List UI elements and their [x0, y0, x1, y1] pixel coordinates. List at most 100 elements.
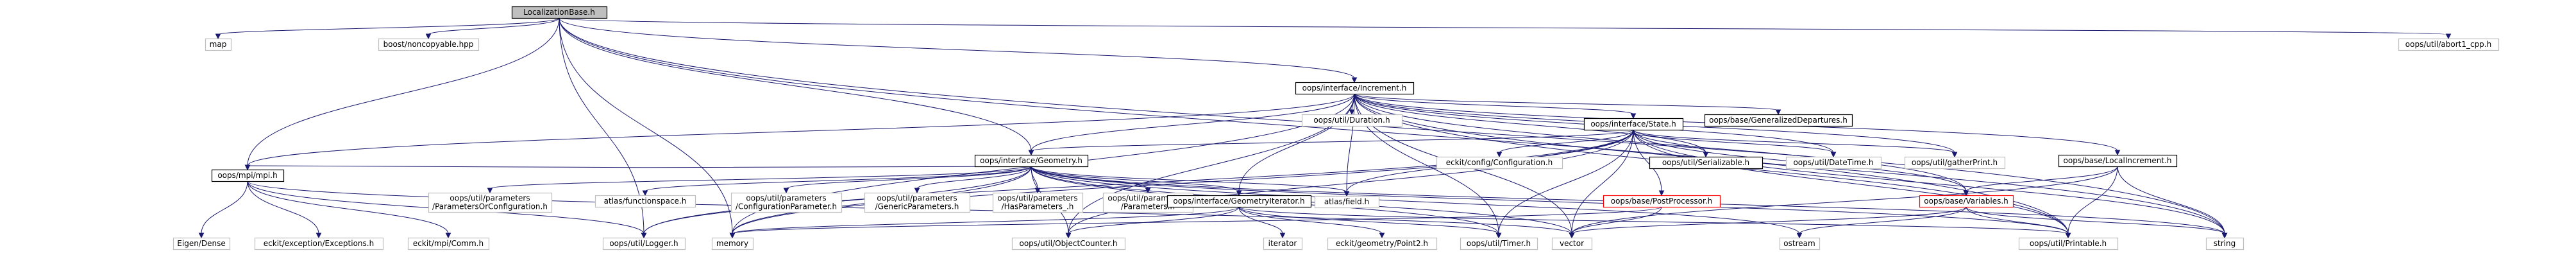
node-label: oops/base/GeneralizedDepartures.h — [1709, 116, 1848, 125]
node-label: eckit/mpi/Comm.h — [413, 239, 484, 248]
node-gen-dep[interactable]: oops/base/GeneralizedDepartures.h — [1704, 114, 1853, 127]
edge-localization-base-to-increment — [559, 17, 1355, 79]
node-date-time: oops/util/DateTime.h — [1785, 156, 1882, 170]
node-box — [1166, 195, 1312, 208]
edge-arrowhead — [641, 233, 647, 239]
node-box — [2398, 38, 2500, 51]
node-printable: oops/util/Printable.h — [2018, 237, 2119, 251]
edge-arrowhead — [198, 233, 205, 239]
edge-arrowhead — [1658, 190, 1665, 197]
node-label: atlas/functionspace.h — [604, 197, 687, 206]
node-box — [173, 237, 231, 251]
node-label: vector — [1560, 239, 1584, 248]
node-box — [1460, 237, 1538, 251]
node-iterator: iterator — [1263, 237, 1303, 251]
node-has-params: oops/util/parameters/HasParameters_.h — [992, 192, 1084, 213]
edge-geom-iter-to-printable — [1238, 206, 2069, 234]
edge-geometry-to-printable — [1031, 166, 2069, 234]
node-label: string — [2214, 239, 2235, 248]
node-box — [1704, 114, 1853, 127]
edge-arrowhead — [1495, 233, 1502, 239]
node-gather-print: oops/util/gatherPrint.h — [1904, 156, 2006, 170]
node-label: oops/interface/Increment.h — [1302, 84, 1407, 92]
node-box — [211, 169, 285, 182]
node-localization-base[interactable]: LocalizationBase.h — [511, 6, 608, 19]
edge-geometry-to-generic-params — [916, 166, 1032, 189]
node-box — [1649, 156, 1764, 170]
node-config-param: oops/util/parameters/ConfigurationParame… — [730, 192, 843, 213]
node-increment[interactable]: oops/interface/Increment.h — [1295, 82, 1415, 95]
edge-geom-iter-to-iterator — [1238, 206, 1283, 234]
edge-geometry-to-mpi — [247, 165, 1032, 168]
node-vector: vector — [1551, 237, 1593, 251]
edge-variables-to-ostream — [1799, 206, 1967, 234]
edge-state-to-gather-print — [1633, 129, 1955, 154]
node-variables[interactable]: oops/base/Variables.h — [1919, 195, 2014, 208]
node-boost-nc: boost/noncopyable.hpp — [378, 38, 480, 51]
node-box — [1263, 237, 1303, 251]
edge-localization-base-to-string — [559, 17, 2225, 234]
edge-geom-iter-to-timer — [1238, 206, 1499, 234]
edge-state-to-post-processor — [1633, 129, 1662, 192]
edge-arrowhead — [1951, 152, 1958, 158]
node-geometry[interactable]: oops/interface/Geometry.h — [974, 154, 1089, 168]
edge-arrowhead — [642, 190, 648, 197]
node-timer: oops/util/Timer.h — [1460, 237, 1538, 251]
node-box — [1904, 156, 2006, 170]
edge-arrowhead — [316, 233, 322, 239]
node-mpi[interactable]: oops/mpi/mpi.h — [211, 169, 285, 182]
node-local-increment[interactable]: oops/base/LocalIncrement.h — [2058, 154, 2178, 168]
node-label: oops/util/parameters — [450, 194, 530, 203]
edge-arrowhead — [1830, 152, 1837, 158]
edge-geometry-to-functionspace — [644, 166, 1032, 192]
node-box — [1603, 195, 1721, 208]
node-map: map — [205, 38, 232, 51]
node-box — [1436, 156, 1563, 170]
node-box — [1011, 237, 1126, 251]
node-box — [2018, 237, 2119, 251]
node-label: /Parameters.h — [1121, 202, 1175, 211]
node-geom-iter[interactable]: oops/interface/GeometryIterator.h — [1166, 195, 1312, 208]
edge-arrowhead — [445, 233, 451, 239]
edge-mpi-to-eigen-dense — [201, 181, 248, 234]
node-label: oops/util/Serializable.h — [1662, 158, 1749, 167]
node-eckit-config: eckit/config/Configuration.h — [1436, 156, 1563, 170]
edge-geometry-to-config-param — [786, 166, 1032, 189]
node-box — [864, 192, 971, 213]
edge-state-to-vector — [1571, 129, 1634, 234]
node-eigen-dense: Eigen/Dense — [173, 237, 231, 251]
node-label: oops/interface/Geometry.h — [980, 156, 1082, 165]
node-logger: oops/util/Logger.h — [602, 237, 686, 251]
node-label: oops/util/Printable.h — [2030, 239, 2107, 248]
node-label: oops/util/parameters — [746, 194, 826, 203]
node-obj-counter: oops/util/ObjectCounter.h — [1011, 237, 1126, 251]
node-label: oops/base/LocalIncrement.h — [2064, 156, 2172, 165]
edge-local-increment-to-variables — [1966, 166, 2118, 192]
node-label: oops/util/Timer.h — [1467, 239, 1531, 248]
edge-arrowhead — [1630, 113, 1637, 119]
edge-local-increment-to-string — [2117, 166, 2225, 234]
edge-increment-to-gen-dep — [1354, 93, 1779, 111]
edge-arrowhead — [1775, 109, 1781, 116]
node-serializable[interactable]: oops/util/Serializable.h — [1649, 156, 1764, 170]
edge-arrowhead — [1343, 191, 1350, 197]
edge-arrowhead — [244, 164, 251, 171]
node-eckit-exc: eckit/exception/Exceptions.h — [254, 237, 384, 251]
node-box — [2058, 154, 2178, 168]
edge-localization-base-to-abort1 — [559, 17, 2449, 35]
edge-state-to-memory — [732, 129, 1634, 234]
edge-variables-to-vector — [1571, 206, 1967, 234]
edge-arrowhead — [1028, 150, 1034, 156]
node-box — [602, 237, 686, 251]
node-label: atlas/field.h — [1324, 197, 1369, 206]
edge-arrowhead — [2221, 233, 2228, 239]
edge-arrowhead — [1496, 152, 1503, 158]
edge-arrowhead — [487, 188, 493, 194]
node-box — [1551, 237, 1593, 251]
node-box — [1301, 114, 1403, 127]
node-box — [730, 192, 843, 213]
node-post-processor[interactable]: oops/base/PostProcessor.h — [1603, 195, 1721, 208]
node-box — [1295, 82, 1415, 95]
node-label: map — [210, 40, 227, 49]
node-state[interactable]: oops/interface/State.h — [1583, 118, 1684, 131]
